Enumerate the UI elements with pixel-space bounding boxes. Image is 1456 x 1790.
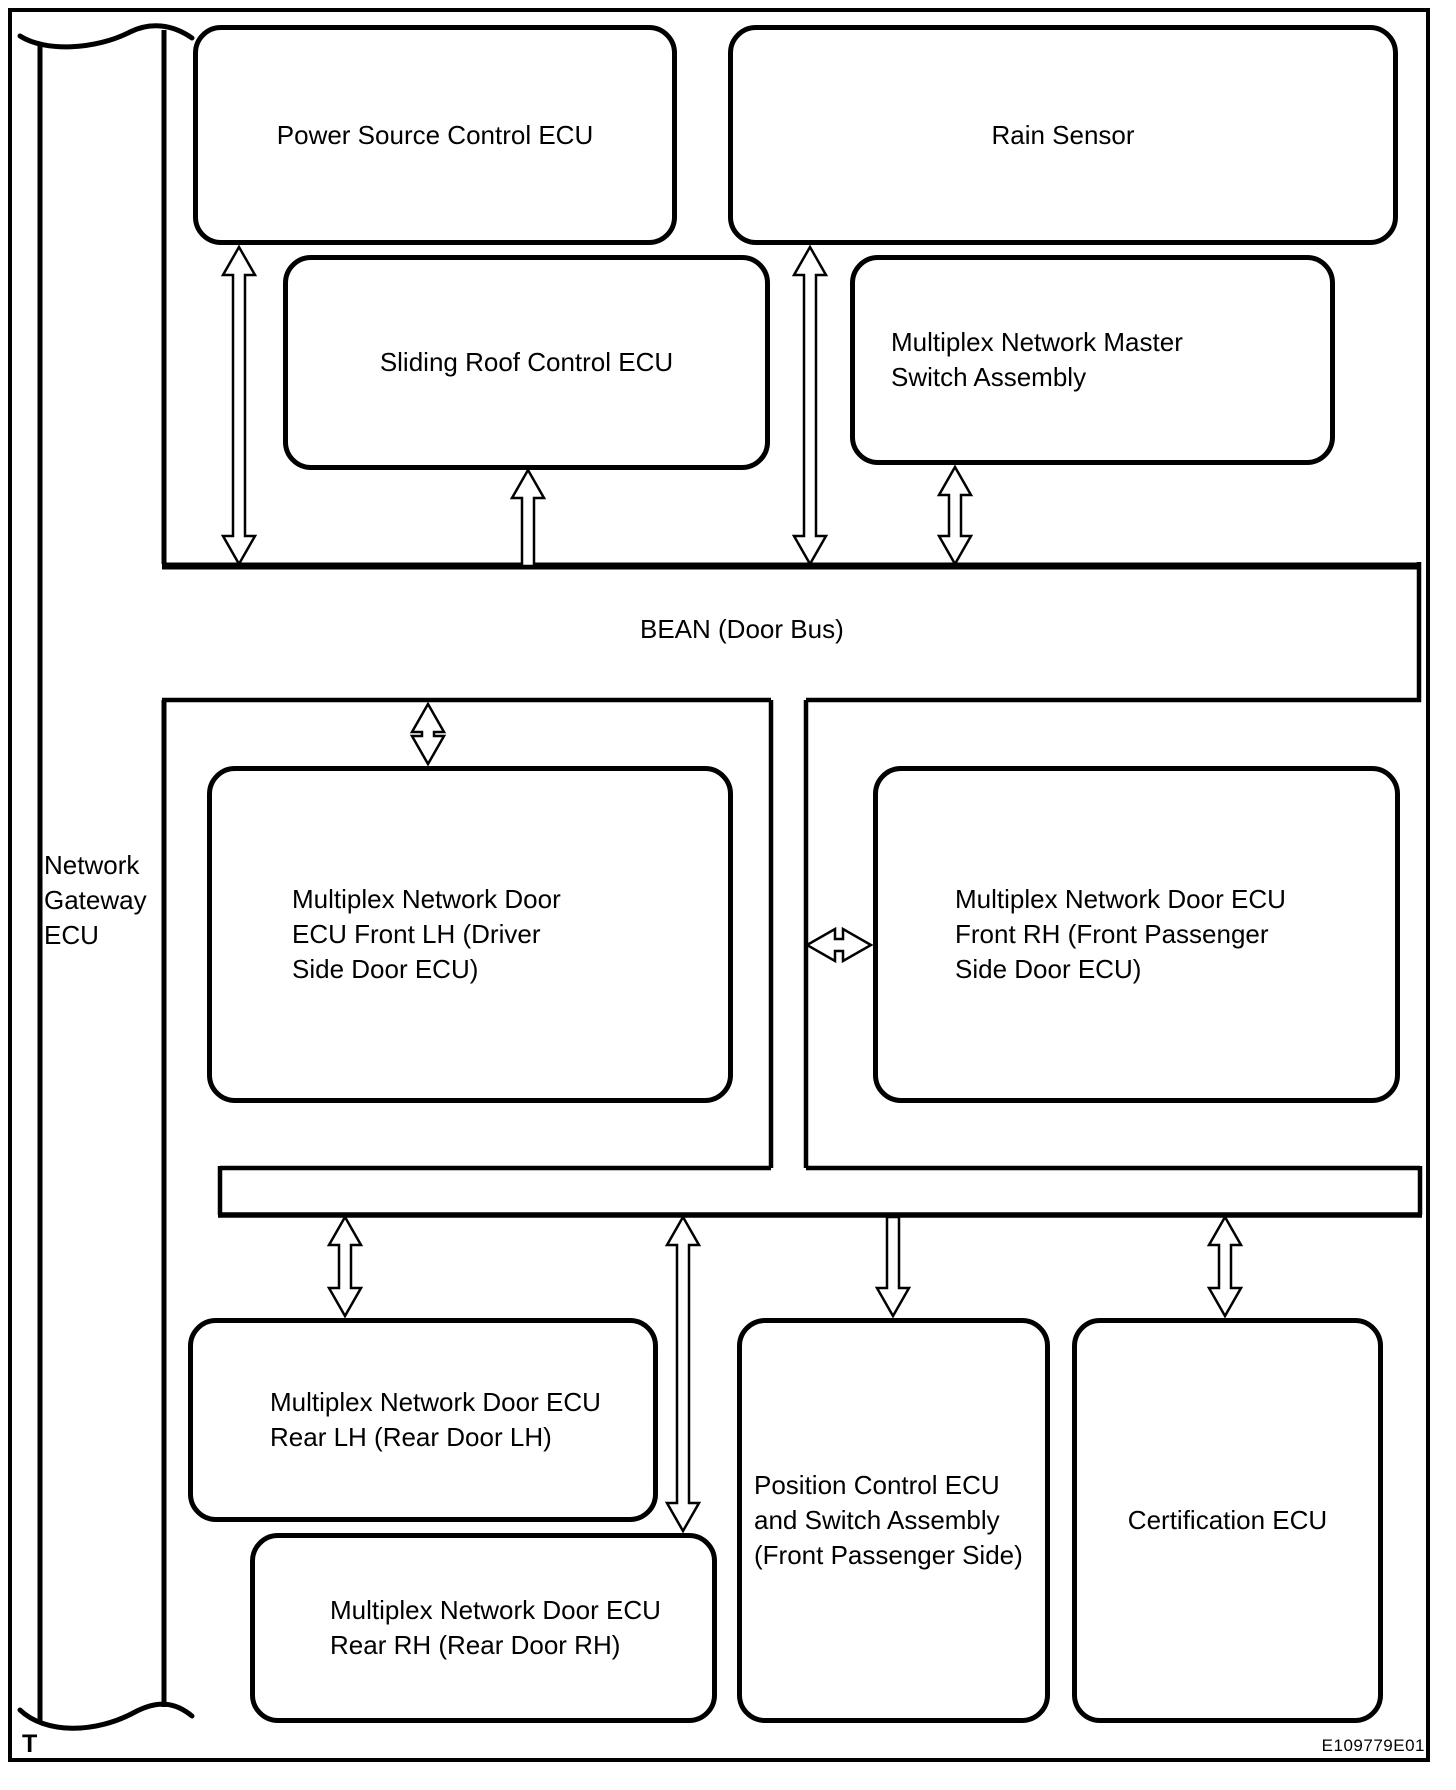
box-label: Multiplex Network Master Switch Assembly <box>891 327 1183 392</box>
box-label: Position Control ECU and Switch Assembly… <box>754 1470 1023 1570</box>
box-multiplex-network-door-ecu-front-rh: Multiplex Network Door ECU Front RH (Fro… <box>873 766 1400 1103</box>
box-label: Certification ECU <box>1127 1505 1328 1535</box>
box-sliding-roof-control-ecu: Sliding Roof Control ECU <box>283 255 770 470</box>
vertical-double-arrow-icon <box>664 1214 702 1534</box>
bean-bus-right-and-bottom-edge <box>806 562 1422 703</box>
horizontal-double-arrow-icon <box>804 926 874 964</box>
box-position-control-ecu-and-switch-assembly: Position Control ECU and Switch Assembly… <box>737 1318 1050 1723</box>
vertical-double-arrow-icon <box>1206 1214 1244 1319</box>
box-multiplex-network-master-switch-assembly: Multiplex Network Master Switch Assembly <box>850 255 1335 465</box>
box-label: Power Source Control ECU <box>276 119 594 150</box>
box-label: Multiplex Network Door ECU Rear RH (Rear… <box>330 1595 661 1660</box>
network-gateway-ecu-label: Network Gateway ECU <box>44 850 147 950</box>
box-label: Rain Sensor <box>991 119 1135 150</box>
box-label: Sliding Roof Control ECU <box>379 347 674 377</box>
box-label: Multiplex Network Door ECU Front LH (Dri… <box>292 884 561 984</box>
vertical-double-arrow-icon <box>326 1214 364 1319</box>
page-border <box>8 8 1430 1762</box>
figure-code: E109779E01 <box>1321 1736 1425 1755</box>
vertical-double-arrow-icon <box>220 244 258 567</box>
bean-door-bus-label: BEAN (Door Bus) <box>640 614 844 644</box>
box-multiplex-network-door-ecu-rear-rh: Multiplex Network Door ECU Rear RH (Rear… <box>250 1533 717 1723</box>
vertical-double-arrow-icon <box>791 244 829 567</box>
box-rain-sensor: Rain Sensor <box>728 25 1398 245</box>
box-label: Multiplex Network Door ECU Front RH (Fro… <box>955 884 1286 984</box>
box-power-source-control-ecu: Power Source Control ECU <box>193 25 677 245</box>
down-arrow-icon <box>874 1215 912 1319</box>
vertical-double-arrow-icon <box>936 464 974 567</box>
box-certification-ecu: Certification ECU <box>1072 1318 1383 1723</box>
torn-edge-icon <box>17 23 195 50</box>
up-arrow-icon <box>509 467 547 568</box>
torn-edge-icon <box>17 1701 195 1731</box>
terminal-t-label: T <box>22 1730 38 1758</box>
box-label: Multiplex Network Door ECU Rear LH (Rear… <box>270 1387 601 1452</box>
box-multiplex-network-door-ecu-front-lh: Multiplex Network Door ECU Front LH (Dri… <box>207 766 733 1103</box>
vertical-double-arrow-icon <box>409 701 447 767</box>
box-multiplex-network-door-ecu-rear-lh: Multiplex Network Door ECU Rear LH (Rear… <box>188 1318 658 1522</box>
